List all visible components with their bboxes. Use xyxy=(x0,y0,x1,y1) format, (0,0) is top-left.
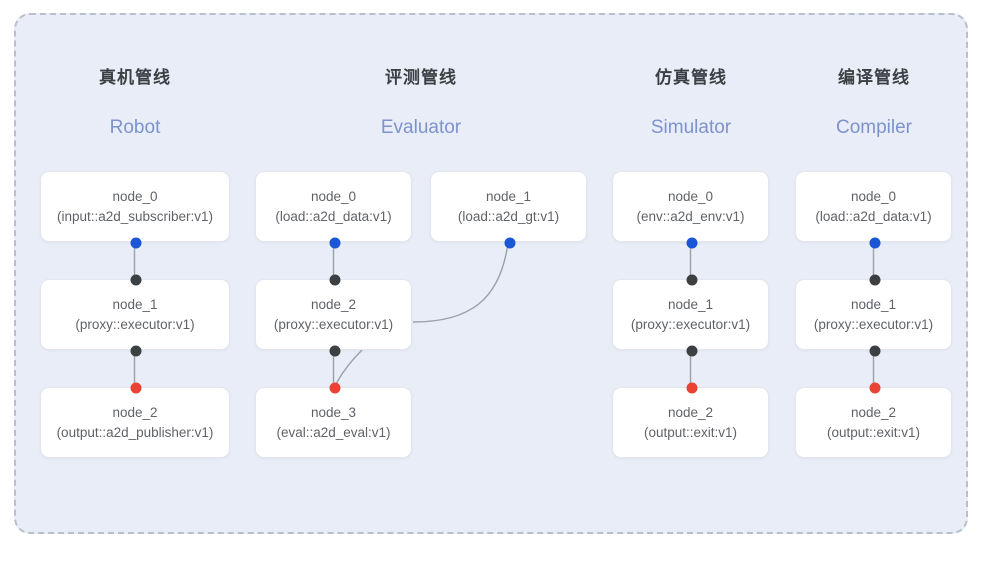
node-label-name: node_1 xyxy=(485,188,532,204)
input-port[interactable] xyxy=(686,274,697,286)
node-label-type: (env::a2d_env:v1) xyxy=(636,208,745,224)
node-evaluator-3[interactable]: node_3 (eval::a2d_eval:v1) xyxy=(255,382,412,458)
node-evaluator-1[interactable]: node_1 (load::a2d_gt:v1) xyxy=(430,171,587,249)
column-title-cn-evaluator: 评测管线 xyxy=(385,68,457,87)
node-simulator-2[interactable]: node_2 (output::exit:v1) xyxy=(612,382,769,458)
column-title-en-evaluator: Evaluator xyxy=(380,117,462,138)
node-evaluator-0[interactable]: node_0 (load::a2d_data:v1) xyxy=(255,171,412,249)
node-label-name: node_1 xyxy=(667,296,714,312)
node-label-name: node_2 xyxy=(310,296,357,312)
node-label-name: node_0 xyxy=(112,188,158,204)
node-evaluator-2[interactable]: node_2 (proxy::executor:v1) xyxy=(255,274,412,357)
input-port[interactable] xyxy=(130,274,142,286)
column-title-en-simulator: Simulator xyxy=(650,117,732,138)
node-robot-2[interactable]: node_2 (output::a2d_publisher:v1) xyxy=(40,382,230,458)
node-label-type: (load::a2d_data:v1) xyxy=(275,208,392,224)
node-label-type: (load::a2d_gt:v1) xyxy=(457,208,560,224)
node-simulator-0[interactable]: node_0 (env::a2d_env:v1) xyxy=(612,171,769,249)
output-port-blue[interactable] xyxy=(130,237,142,249)
node-label-name: node_0 xyxy=(667,188,714,204)
column-title-cn-simulator: 仿真管线 xyxy=(655,68,727,87)
input-port-red[interactable] xyxy=(130,382,142,394)
column-title-cn-compiler: 编译管线 xyxy=(838,68,910,87)
node-compiler-0[interactable]: node_0 (load::a2d_data:v1) xyxy=(795,171,952,249)
node-robot-1[interactable]: node_1 (proxy::executor:v1) xyxy=(40,274,230,357)
node-label-type: (output::exit:v1) xyxy=(826,424,921,440)
node-label-type: (proxy::executor:v1) xyxy=(273,316,394,332)
node-label-type: (input::a2d_subscriber:v1) xyxy=(56,208,214,224)
input-port-red[interactable] xyxy=(869,382,880,394)
node-label-name: node_2 xyxy=(112,404,158,420)
node-label-type: (proxy::executor:v1) xyxy=(75,316,195,332)
node-label-type: (proxy::executor:v1) xyxy=(630,316,751,332)
node-simulator-1[interactable]: node_1 (proxy::executor:v1) xyxy=(612,274,769,357)
node-label-name: node_1 xyxy=(112,296,158,312)
output-port[interactable] xyxy=(686,345,697,357)
node-label-type: (load::a2d_data:v1) xyxy=(815,208,932,224)
node-compiler-1[interactable]: node_1 (proxy::executor:v1) xyxy=(795,274,952,357)
node-label-name: node_3 xyxy=(310,404,357,420)
node-label-name: node_1 xyxy=(850,296,897,312)
input-port-red[interactable] xyxy=(686,382,697,394)
input-port[interactable] xyxy=(869,274,880,286)
column-header-evaluator: 评测管线 Evaluator xyxy=(321,63,521,139)
node-label-name: node_2 xyxy=(850,404,897,420)
node-label-type: (output::a2d_publisher:v1) xyxy=(56,424,214,440)
column-header-robot: 真机管线 Robot xyxy=(35,63,235,139)
output-port[interactable] xyxy=(869,345,880,357)
output-port[interactable] xyxy=(130,345,142,357)
node-label-type: (eval::a2d_eval:v1) xyxy=(276,424,391,440)
node-robot-0[interactable]: node_0 (input::a2d_subscriber:v1) xyxy=(40,171,230,249)
output-port-blue[interactable] xyxy=(869,237,880,249)
node-compiler-2[interactable]: node_2 (output::exit:v1) xyxy=(795,382,952,458)
output-port-blue[interactable] xyxy=(504,237,515,249)
column-header-compiler: 编译管线 Compiler xyxy=(774,63,974,139)
node-label-name: node_0 xyxy=(310,188,357,204)
input-port-red[interactable] xyxy=(329,382,340,394)
output-port-blue[interactable] xyxy=(329,237,340,249)
input-port[interactable] xyxy=(329,274,340,286)
node-label-type: (proxy::executor:v1) xyxy=(813,316,934,332)
column-header-simulator: 仿真管线 Simulator xyxy=(591,63,791,139)
column-title-cn-robot: 真机管线 xyxy=(99,68,171,87)
column-title-en-compiler: Compiler xyxy=(835,117,913,138)
node-label-type: (output::exit:v1) xyxy=(643,424,738,440)
node-label-name: node_0 xyxy=(850,188,897,204)
column-title-en-robot: Robot xyxy=(109,117,161,138)
output-port[interactable] xyxy=(329,345,340,357)
node-label-name: node_2 xyxy=(667,404,714,420)
output-port-blue[interactable] xyxy=(686,237,697,249)
